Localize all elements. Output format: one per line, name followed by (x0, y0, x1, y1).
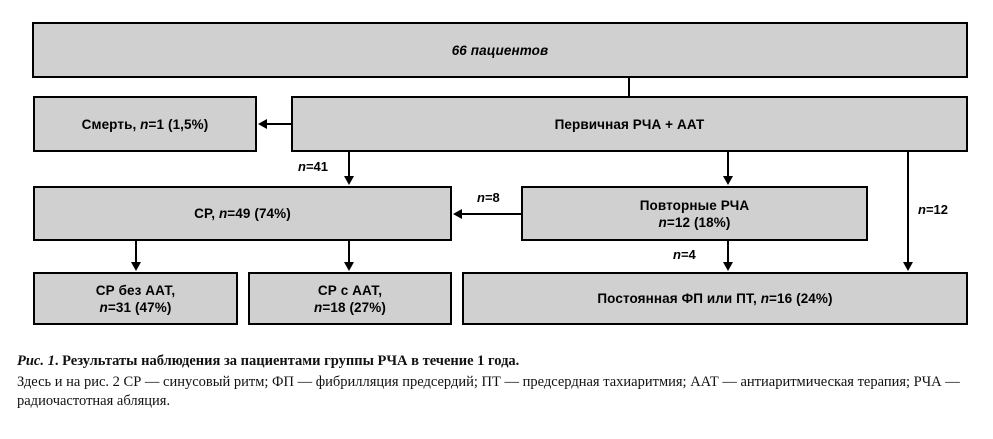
node-permanent-suffix: =16 (24%) (769, 291, 833, 306)
edge-label-n41-value: =41 (305, 159, 329, 174)
node-total-patients: 66 пациентов (32, 22, 968, 78)
edge-label-n8-value: =8 (484, 190, 500, 205)
arrowhead-repeat (723, 176, 733, 185)
connector-primary-to-permanent (907, 152, 909, 263)
node-sr-with-aat-n-var: n (314, 299, 323, 315)
edge-label-n12-var: n (918, 202, 926, 217)
node-permanent-prefix: Постоянная ФП или ПТ, (597, 291, 761, 306)
node-sr-with-aat-label: СР с ААТ,n=18 (27%) (308, 282, 392, 316)
edge-label-n41: n=41 (298, 159, 328, 174)
edge-label-n8: n=8 (477, 190, 500, 205)
node-sinus-rhythm-label: СР, n=49 (74%) (188, 205, 297, 222)
node-sr-with-aat: СР с ААТ,n=18 (27%) (248, 272, 452, 325)
figure-caption-legend: Здесь и на рис. 2 СР — синусовый ритм; Ф… (17, 373, 960, 410)
node-sr-without-aat-line2: =31 (47%) (107, 299, 172, 315)
node-death-prefix: Смерть, (81, 116, 141, 132)
node-sr-without-aat: СР без ААТ,n=31 (47%) (33, 272, 238, 325)
node-death-label: Смерть, n=1 (1,5%) (76, 116, 215, 133)
connector-sr-to-sr-with (348, 241, 350, 263)
connector-primary-to-death (266, 123, 292, 125)
node-sr-without-aat-label: СР без ААТ,n=31 (47%) (90, 282, 181, 316)
arrowhead-permanent-middle (723, 262, 733, 271)
node-sr-with-aat-line1: СР с ААТ, (317, 282, 383, 298)
figure-caption: Рис. 1. Результаты наблюдения за пациент… (17, 352, 977, 412)
edge-label-n12: n=12 (918, 202, 948, 217)
edge-label-n4: n=4 (673, 247, 696, 262)
arrowhead-permanent-right (903, 262, 913, 271)
node-repeat-rcha-n-var: n (658, 214, 667, 230)
figure-caption-title: Рис. 1. Результаты наблюдения за пациент… (17, 352, 977, 372)
arrowhead-sr (344, 176, 354, 185)
node-permanent-af-at-label: Постоянная ФП или ПТ, n=16 (24%) (591, 290, 838, 307)
node-repeat-rcha-line1: Повторные РЧА (639, 197, 750, 213)
edge-label-n12-value: =12 (925, 202, 949, 217)
flowchart: n=41 n=12 n=8 n=4 66 пациентов Смерть, n… (32, 22, 968, 325)
node-primary-rcha-aat: Первичная РЧА + ААТ (291, 96, 968, 152)
node-death: Смерть, n=1 (1,5%) (33, 96, 257, 152)
connector-total-to-primary (628, 78, 630, 96)
edge-label-n4-var: n (673, 247, 681, 262)
arrowhead-sr-with (344, 262, 354, 271)
node-permanent-n-var: n (760, 291, 770, 306)
connector-primary-to-repeat (727, 152, 729, 177)
node-death-suffix: =1 (1,5%) (148, 116, 209, 132)
node-sr-without-aat-n-var: n (99, 299, 108, 315)
arrowhead-death (258, 119, 267, 129)
node-permanent-af-at: Постоянная ФП или ПТ, n=16 (24%) (462, 272, 968, 325)
node-sinus-rhythm: СР, n=49 (74%) (33, 186, 452, 241)
node-death-n-var: n (140, 116, 149, 132)
edge-label-n8-var: n (477, 190, 485, 205)
connector-repeat-to-sr (461, 213, 522, 215)
node-primary-rcha-aat-label: Первичная РЧА + ААТ (554, 116, 705, 132)
connector-sr-to-sr-without (135, 241, 137, 263)
arrowhead-sr-from-repeat (453, 209, 462, 219)
node-sinus-rhythm-suffix: =49 (74%) (227, 206, 291, 221)
figure-caption-number: Рис. 1 (17, 353, 55, 369)
node-sr-without-aat-line1: СР без ААТ, (95, 282, 176, 298)
connector-primary-to-sr (348, 152, 350, 177)
node-sr-with-aat-line2: =18 (27%) (322, 299, 386, 315)
arrowhead-sr-without (131, 262, 141, 271)
node-repeat-rcha-line2: =12 (18%) (666, 214, 731, 230)
node-sinus-rhythm-n-var: n (218, 206, 228, 221)
figure-caption-title-text: . Результаты наблюдения за пациентами гр… (54, 353, 520, 369)
edge-label-n4-value: =4 (680, 247, 696, 262)
connector-repeat-to-permanent (727, 241, 729, 263)
node-sinus-rhythm-prefix: СР, (194, 206, 219, 221)
node-total-patients-label: 66 пациентов (451, 42, 549, 58)
edge-label-n41-var: n (298, 159, 306, 174)
